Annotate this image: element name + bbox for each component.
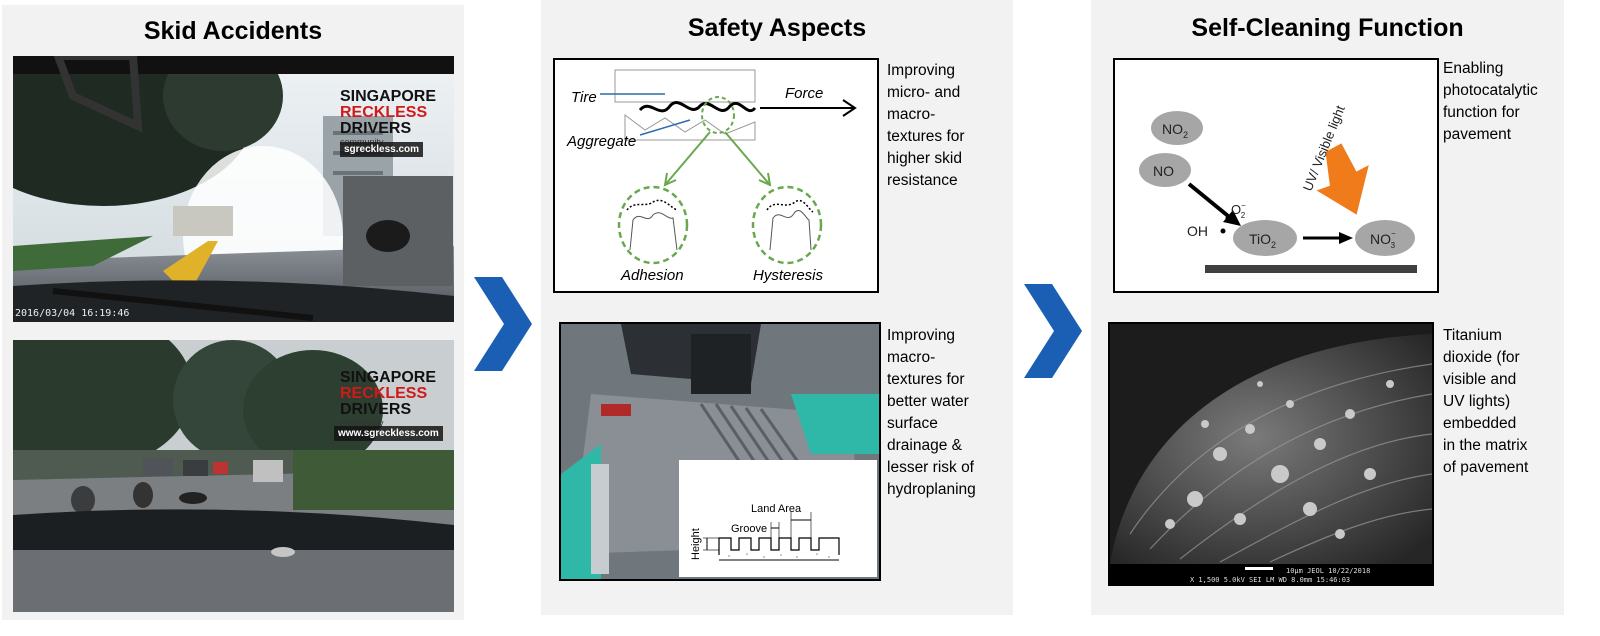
adhesion-label: Adhesion [620,267,684,284]
photocatalytic-caption: Enabling photocatalytic function for pav… [1443,60,1538,143]
dashcam-scene-1 [13,56,454,322]
skid-photo-1: SINGAPORE RECKLESS DRIVERS community sgr… [13,56,454,322]
dashcam-scene-2 [13,340,454,612]
photocatalytic-diagram: NO2 NO O−2 OH TiO2 NO−3 UV/ Visible ligh… [1113,58,1439,293]
chevron-right-icon [1024,284,1082,378]
groove-label: Groove [731,523,767,535]
groove-texture-photo: Land Area Groove Height [559,322,881,581]
photocatalysis-scheme: NO2 NO O−2 OH TiO2 NO−3 UV/ Visible ligh… [1139,103,1417,273]
o2-radical-label: O−2 [1231,201,1246,220]
force-label: Force [785,85,823,102]
land-area-label: Land Area [751,503,802,515]
oh-radical-label: OH [1187,223,1208,239]
watermark-url-2: www.sgreckless.com [334,426,443,441]
no3-label: NO−3 [1370,229,1396,250]
dashcam-timestamp: 2016/03/04 16:19:46 [15,308,130,319]
skid-accidents-title: Skid Accidents [143,17,323,45]
groove-profile-inset: Land Area Groove Height [679,460,877,577]
watermark-1: SINGAPORE RECKLESS DRIVERS community [340,88,437,148]
no-label: NO [1153,163,1174,179]
groove-profile-diagram: Land Area Groove Height [690,503,840,561]
height-label: Height [690,528,702,560]
watermark-2: SINGAPORE RECKLESS DRIVERS community [340,369,437,429]
tire-aggregate-diagram: Tire Force Aggregate Adhesion Hysteresis [553,58,879,293]
friction-diagram: Tire Force Aggregate Adhesion Hysteresis [566,69,857,284]
drainage-caption: Improving macro- textures for better wat… [887,327,976,498]
tio2-label: TiO2 [1249,231,1276,250]
no2-label: NO2 [1162,121,1188,140]
watermark-url-1: sgreckless.com [340,142,424,157]
safety-aspects-panel: Safety Aspects [541,0,1013,615]
sem-info-line-1: 10µm JEOL 10/22/2018 [1286,567,1370,575]
aggregate-label: Aggregate [566,133,636,150]
hysteresis-label: Hysteresis [753,267,824,284]
sem-surface-texture: 10µm JEOL 10/22/2018 X 1,500 5.0kV SEI L… [1110,324,1432,584]
tire-label: Tire [571,89,597,106]
sem-info-line-2: X 1,500 5.0kV SEI LM WD 8.0mm 15:46:03 [1190,576,1350,584]
safety-aspects-title: Safety Aspects [687,14,867,42]
skid-resistance-caption: Improving micro- and macro- textures for… [887,62,965,189]
skid-photo-2: SINGAPORE RECKLESS DRIVERS community www… [13,340,454,612]
chevron-right-icon [474,277,532,371]
self-cleaning-panel: Self-Cleaning Function NO2 NO O−2 [1091,0,1564,615]
skid-accidents-panel: Skid Accidents [2,5,464,620]
sem-micrograph: 10µm JEOL 10/22/2018 X 1,500 5.0kV SEI L… [1108,322,1434,586]
tio2-embedded-caption: Titanium dioxide (for visible and UV lig… [1443,327,1529,476]
self-cleaning-title: Self-Cleaning Function [1191,14,1464,42]
